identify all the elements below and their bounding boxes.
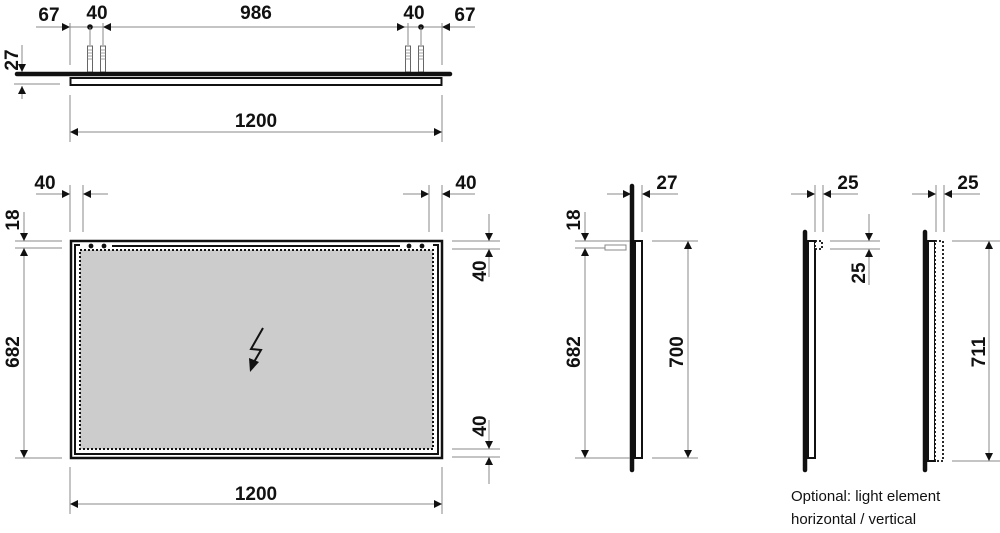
dim-left-inset: 40 xyxy=(34,173,55,194)
dim-light-v-height: 711 xyxy=(969,336,990,367)
dim-right-hole-spacing: 40 xyxy=(403,3,424,24)
dim-side-hole-height: 682 xyxy=(564,336,585,368)
dim-side-depth: 27 xyxy=(656,173,677,194)
dim-right-offset: 67 xyxy=(454,5,475,26)
dim-overall-height: 700 xyxy=(667,336,688,368)
dim-hole-height: 682 xyxy=(3,336,24,368)
dim-right-inset: 40 xyxy=(455,173,476,194)
dim-bottom-frame: 40 xyxy=(470,415,491,436)
dim-light-h-height: 25 xyxy=(849,262,870,284)
top-view: 27 67 40 986 40 67 1200 xyxy=(2,3,476,142)
dim-light-h-depth: 25 xyxy=(837,173,859,194)
dim-front-overall-width: 1200 xyxy=(235,484,277,505)
note-line-1: Optional: light element xyxy=(791,488,941,505)
wall-plug-left xyxy=(87,45,106,73)
front-view: 40 40 18 682 40 xyxy=(3,173,500,514)
dim-top-offset: 18 xyxy=(3,209,24,230)
dim-top-frame: 40 xyxy=(470,260,491,281)
light-horizontal-view: 25 25 xyxy=(791,173,880,473)
note-line-2: horizontal / vertical xyxy=(791,511,917,528)
dim-overall-width: 1200 xyxy=(235,111,277,132)
wall-plug-right xyxy=(405,45,424,73)
side-view: 27 18 682 700 xyxy=(564,173,698,473)
light-vertical-view: 25 711 xyxy=(912,173,1000,473)
dim-left-offset: 67 xyxy=(38,5,59,26)
dim-light-v-depth: 25 xyxy=(957,173,979,194)
dim-left-hole-spacing: 40 xyxy=(86,3,107,24)
dim-thickness: 27 xyxy=(2,49,23,70)
electrical-connection-icon xyxy=(249,327,264,372)
dim-center-span: 986 xyxy=(240,3,272,24)
dim-side-top-offset: 18 xyxy=(564,209,585,230)
